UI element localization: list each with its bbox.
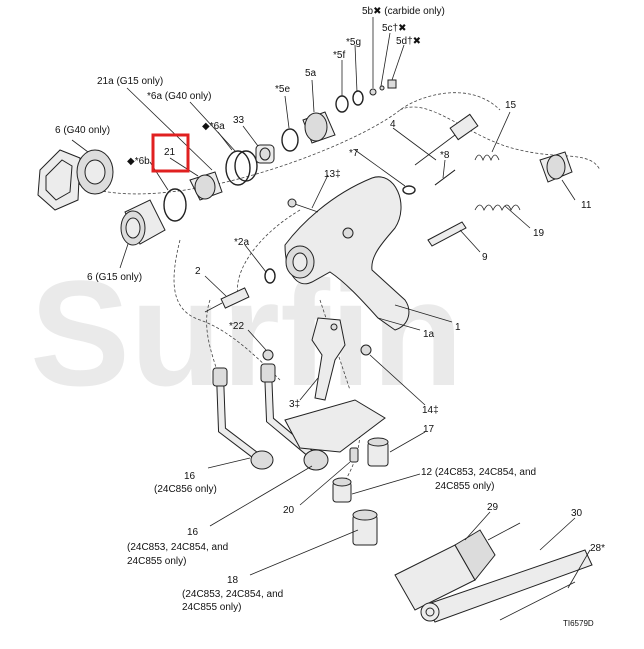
spring-19 — [474, 204, 521, 211]
ball-5c — [379, 85, 385, 91]
label-33: 33 — [233, 115, 245, 126]
seal-22 — [262, 349, 274, 361]
seat-5d — [387, 79, 397, 89]
label-28: 28* — [590, 543, 605, 554]
label-11: 11 — [581, 200, 592, 211]
trigger-3 — [311, 317, 346, 401]
seal-ring-6a-g40 — [225, 150, 251, 186]
label-12-line1: 12 (24C853, 24C854, and — [421, 467, 536, 478]
label-18-line2: 24C855 only) — [182, 602, 241, 613]
label-5e: *5e — [275, 84, 290, 95]
label-16b-number: 16 — [187, 527, 199, 538]
needle-assembly-4 — [402, 113, 479, 195]
label-16a-sub: (24C856 only) — [154, 484, 217, 495]
figure-code: TI6579D — [563, 619, 594, 628]
gun-body-1 — [284, 176, 410, 331]
seal-ring-5g — [352, 90, 364, 106]
screw-13 — [287, 198, 319, 213]
assembly-path-mid — [237, 209, 301, 301]
label-6b: ◆*6b — [127, 156, 150, 167]
label-21: 21 — [164, 147, 176, 158]
label-6-g40: 6 (G40 only) — [55, 125, 110, 136]
part-33 — [255, 144, 275, 164]
seal-7 — [402, 185, 416, 195]
label-2a: *2a — [234, 237, 249, 248]
label-16b-line1: (24C853, 24C854, and — [127, 542, 228, 553]
pin-9 — [427, 221, 467, 247]
fitting-17 — [367, 437, 389, 467]
nut-11 — [539, 151, 573, 183]
assembly-path-top — [69, 92, 501, 195]
label-6a: ◆*6a — [202, 121, 225, 132]
seal-2a — [264, 268, 276, 284]
tube-16-a — [212, 367, 274, 470]
label-17: 17 — [423, 424, 435, 435]
label-16a-number: 16 — [184, 471, 196, 482]
label-5g: *5g — [346, 37, 361, 48]
label-6-g15: 6 (G15 only) — [87, 272, 142, 283]
housing-5a — [302, 111, 336, 144]
tool-29-brush — [394, 522, 521, 611]
label-8: *8 — [440, 150, 450, 161]
label-3: 3‡ — [289, 399, 300, 410]
tube-16-b — [260, 363, 329, 471]
seal-ring-6a — [234, 150, 258, 182]
label-12-line2: 24C855 only) — [435, 481, 494, 492]
highlight-box-21 — [151, 133, 190, 173]
fitting-12 — [332, 477, 352, 503]
label-1: 1 — [455, 322, 461, 333]
label-16b-line2: 24C855 only) — [127, 556, 186, 567]
spring-15 — [474, 154, 500, 162]
assembly-path-right — [399, 106, 601, 171]
label-13: 13‡ — [324, 169, 341, 180]
fitting-18 — [352, 509, 378, 546]
tool-28-pick — [499, 581, 576, 621]
label-9: 9 — [482, 252, 488, 263]
guard-g15 — [120, 199, 166, 246]
guard-g40 — [37, 149, 114, 211]
label-29: 29 — [487, 502, 499, 513]
label-20: 20 — [283, 505, 295, 516]
leader-lines — [71, 17, 591, 589]
label-19: 19 — [533, 228, 545, 239]
seal-ring-6b — [163, 188, 187, 222]
label-18-line1: (24C853, 24C854, and — [182, 589, 283, 600]
label-5c: 5c†✖ — [382, 23, 407, 34]
watermark-text: Surfin — [30, 249, 463, 417]
manifold-plate — [284, 399, 386, 453]
label-5f: *5f — [333, 50, 345, 61]
seal-ring-5f — [335, 95, 349, 113]
seat-5b — [369, 88, 377, 96]
fitting-20 — [349, 447, 359, 463]
label-7: *7 — [349, 148, 359, 159]
label-21a: 21a (G15 only) — [97, 76, 163, 87]
label-5a: 5a — [305, 68, 317, 79]
callout-labels: 5b✖ (carbide only) 5c†✖ 5d†✖ *5g *5f 5a … — [55, 6, 605, 628]
label-30: 30 — [571, 508, 583, 519]
tool-30-wrench — [420, 549, 593, 623]
label-6a-g40: *6a (G40 only) — [147, 91, 211, 102]
label-18-number: 18 — [227, 575, 239, 586]
assembly-path-left — [173, 239, 281, 381]
label-15: 15 — [505, 100, 517, 111]
label-14: 14‡ — [422, 405, 439, 416]
spray-tip-21 — [189, 171, 223, 201]
seal-ring-5e — [281, 128, 299, 152]
label-4: 4 — [390, 119, 396, 130]
label-5d: 5d†✖ — [396, 36, 421, 47]
screw-14 — [360, 344, 372, 356]
fitting-2 — [204, 287, 250, 313]
label-5b: 5b✖ (carbide only) — [362, 6, 445, 17]
label-22: *22 — [229, 321, 244, 332]
label-2: 2 — [195, 266, 201, 277]
label-1a: 1a — [423, 329, 435, 340]
